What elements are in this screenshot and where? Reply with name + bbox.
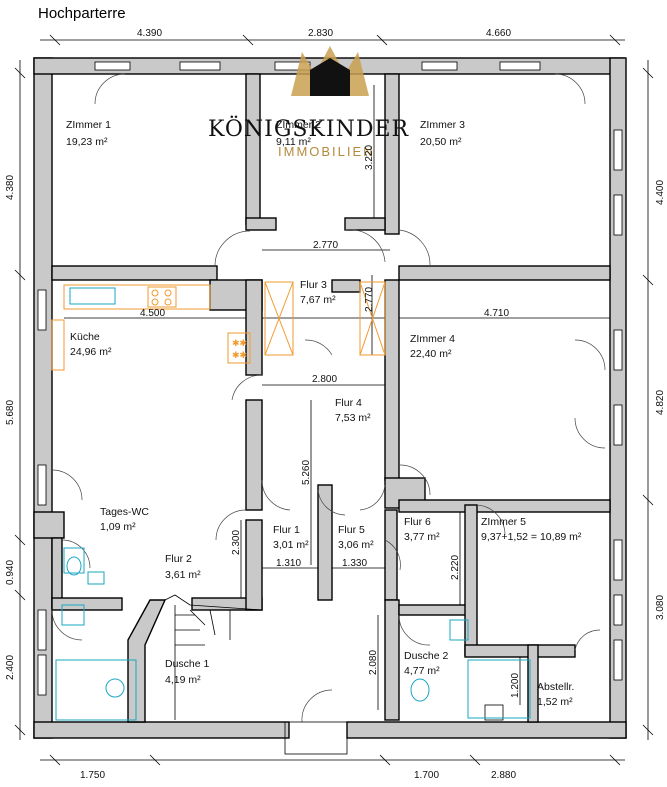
flur2-area: 3,61 m² xyxy=(165,569,201,581)
dim-in-5260: 5.260 xyxy=(301,460,312,485)
room-labels: ZImmer 1 19,23 m² ZImmer 2 9,11 m² ZImme… xyxy=(66,119,582,708)
dim-left3: 0.940 xyxy=(5,560,16,585)
dim-bottom3: 2.880 xyxy=(491,770,516,781)
dusche2-name: Dusche 2 xyxy=(404,650,449,662)
zimmer1-name: ZImmer 1 xyxy=(66,119,111,131)
staircase xyxy=(127,594,348,755)
abstell-area: 1,52 m² xyxy=(537,696,573,708)
door-swings xyxy=(51,73,606,723)
dim-in-4500: 4.500 xyxy=(140,308,165,319)
zimmer5-name: ZImmer 5 xyxy=(481,516,526,528)
svg-text:✱✱: ✱✱ xyxy=(232,338,247,348)
dim-right1: 4.400 xyxy=(655,180,666,205)
dim-top3: 4.660 xyxy=(486,28,511,39)
dim-in-2220: 2.220 xyxy=(450,555,461,580)
flur5-name: Flur 5 xyxy=(338,524,365,536)
tageswc-area: 1,09 m² xyxy=(100,521,136,533)
flur3-area: 7,67 m² xyxy=(300,294,336,306)
dim-bottom1: 1.750 xyxy=(80,770,105,781)
svg-text:✱✱: ✱✱ xyxy=(232,350,247,360)
dimension-labels: 4.390 2.830 4.660 2.880 1.700 1.750 2.77… xyxy=(5,28,666,781)
flur2-name: Flur 2 xyxy=(165,553,192,565)
dim-in-2080: 2.080 xyxy=(368,650,379,675)
flur1-name: Flur 1 xyxy=(273,524,300,536)
dusche1-name: Dusche 1 xyxy=(165,658,210,670)
dim-in-4710: 4.710 xyxy=(484,308,509,319)
zimmer2-name: ZImmer 2 xyxy=(276,119,321,131)
zimmer3-area: 20,50 m² xyxy=(420,136,462,148)
dim-left2: 5.680 xyxy=(5,400,16,425)
zimmer3-name: ZImmer 3 xyxy=(420,119,465,131)
flur1-area: 3,01 m² xyxy=(273,539,309,551)
dusche2-area: 4,77 m² xyxy=(404,665,440,677)
windows xyxy=(37,61,623,721)
floor-title: Hochparterre xyxy=(38,5,126,22)
dim-bottom2: 1.700 xyxy=(414,770,439,781)
brand-logo: KÖNIGSKINDER IMMOBILIEN xyxy=(208,46,410,159)
flur6-area: 3,77 m² xyxy=(404,531,440,543)
kueche-name: Küche xyxy=(70,331,100,343)
zimmer1-area: 19,23 m² xyxy=(66,136,108,148)
logo-sub: IMMOBILIEN xyxy=(278,144,375,159)
flur6-name: Flur 6 xyxy=(404,516,431,528)
kueche-area: 24,96 m² xyxy=(70,346,112,358)
zimmer2-area: 9,11 m² xyxy=(276,136,311,148)
dusche1-area: 4,19 m² xyxy=(165,674,201,686)
walls xyxy=(33,57,627,739)
dim-top1: 4.390 xyxy=(137,28,162,39)
dim-in-1200: 1.200 xyxy=(510,673,521,698)
dim-in-1310: 1.310 xyxy=(276,558,301,569)
flur4-name: Flur 4 xyxy=(335,397,362,409)
dim-right3: 3.080 xyxy=(655,595,666,620)
tageswc-name: Tages-WC xyxy=(100,506,149,518)
dim-in-2300: 2.300 xyxy=(231,530,242,555)
abstell-name: Abstellr. xyxy=(537,681,574,693)
dim-in-2800: 2.800 xyxy=(312,374,337,385)
dim-in-3220: 3.220 xyxy=(364,145,375,170)
flur3-name: Flur 3 xyxy=(300,279,327,291)
dim-left4: 2.400 xyxy=(5,655,16,680)
sanitary-fixtures xyxy=(55,547,531,721)
flur4-area: 7,53 m² xyxy=(335,412,371,424)
zimmer4-name: ZImmer 4 xyxy=(410,333,455,345)
dim-left1: 4.380 xyxy=(5,175,16,200)
dim-in-2770a: 2.770 xyxy=(313,240,338,251)
dimension-lines xyxy=(14,34,654,766)
logo-name: KÖNIGSKINDER xyxy=(208,115,410,142)
kitchen-fixtures: ✱✱ ✱✱ xyxy=(51,281,386,371)
zimmer4-area: 22,40 m² xyxy=(410,348,452,360)
zimmer5-area: 9,37+1,52 = 10,89 m² xyxy=(481,531,582,543)
dim-in-1330: 1.330 xyxy=(342,558,367,569)
dim-in-2770b: 2.770 xyxy=(364,287,375,312)
flur5-area: 3,06 m² xyxy=(338,539,374,551)
dim-top2: 2.830 xyxy=(308,28,333,39)
dim-right2: 4.820 xyxy=(655,390,666,415)
